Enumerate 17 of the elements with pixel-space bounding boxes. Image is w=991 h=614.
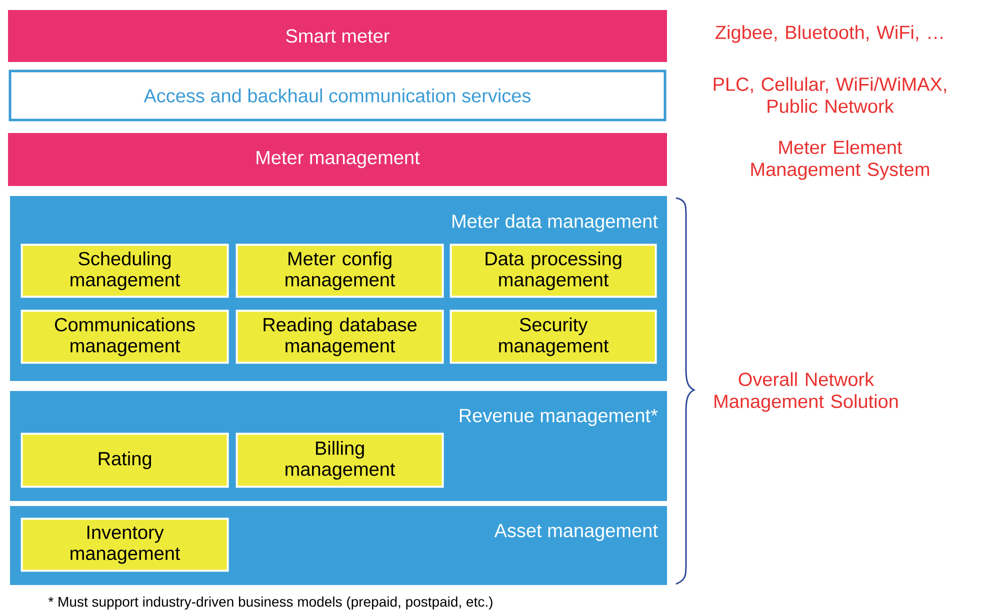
function-box: Inventory management <box>20 518 229 572</box>
footnote: * Must support industry-driven business models (prepaid, postpaid, etc.) <box>48 596 492 610</box>
function-box: Scheduling management <box>20 244 229 298</box>
function-box: Reading database management <box>236 310 444 364</box>
layer-box: Access and backhaul communication services <box>8 70 666 122</box>
side-label: PLC, Cellular, WiFi/WiMAX, Public Network <box>714 77 946 113</box>
function-box: Billing management <box>236 432 444 488</box>
function-box: Security management <box>450 310 657 364</box>
function-box: Data processing management <box>450 244 657 298</box>
side-label: Zigbee, Bluetooth, WiFi, … <box>716 25 942 43</box>
function-box: Meter config management <box>236 244 444 298</box>
layer-band: Smart meter <box>8 10 667 62</box>
layer-band: Meter management <box>8 133 667 186</box>
function-box: Rating <box>20 432 229 488</box>
function-box: Communications management <box>20 310 229 364</box>
side-label: Meter Element Management System <box>751 140 930 180</box>
side-label: Overall Network Management Solution <box>714 372 898 412</box>
